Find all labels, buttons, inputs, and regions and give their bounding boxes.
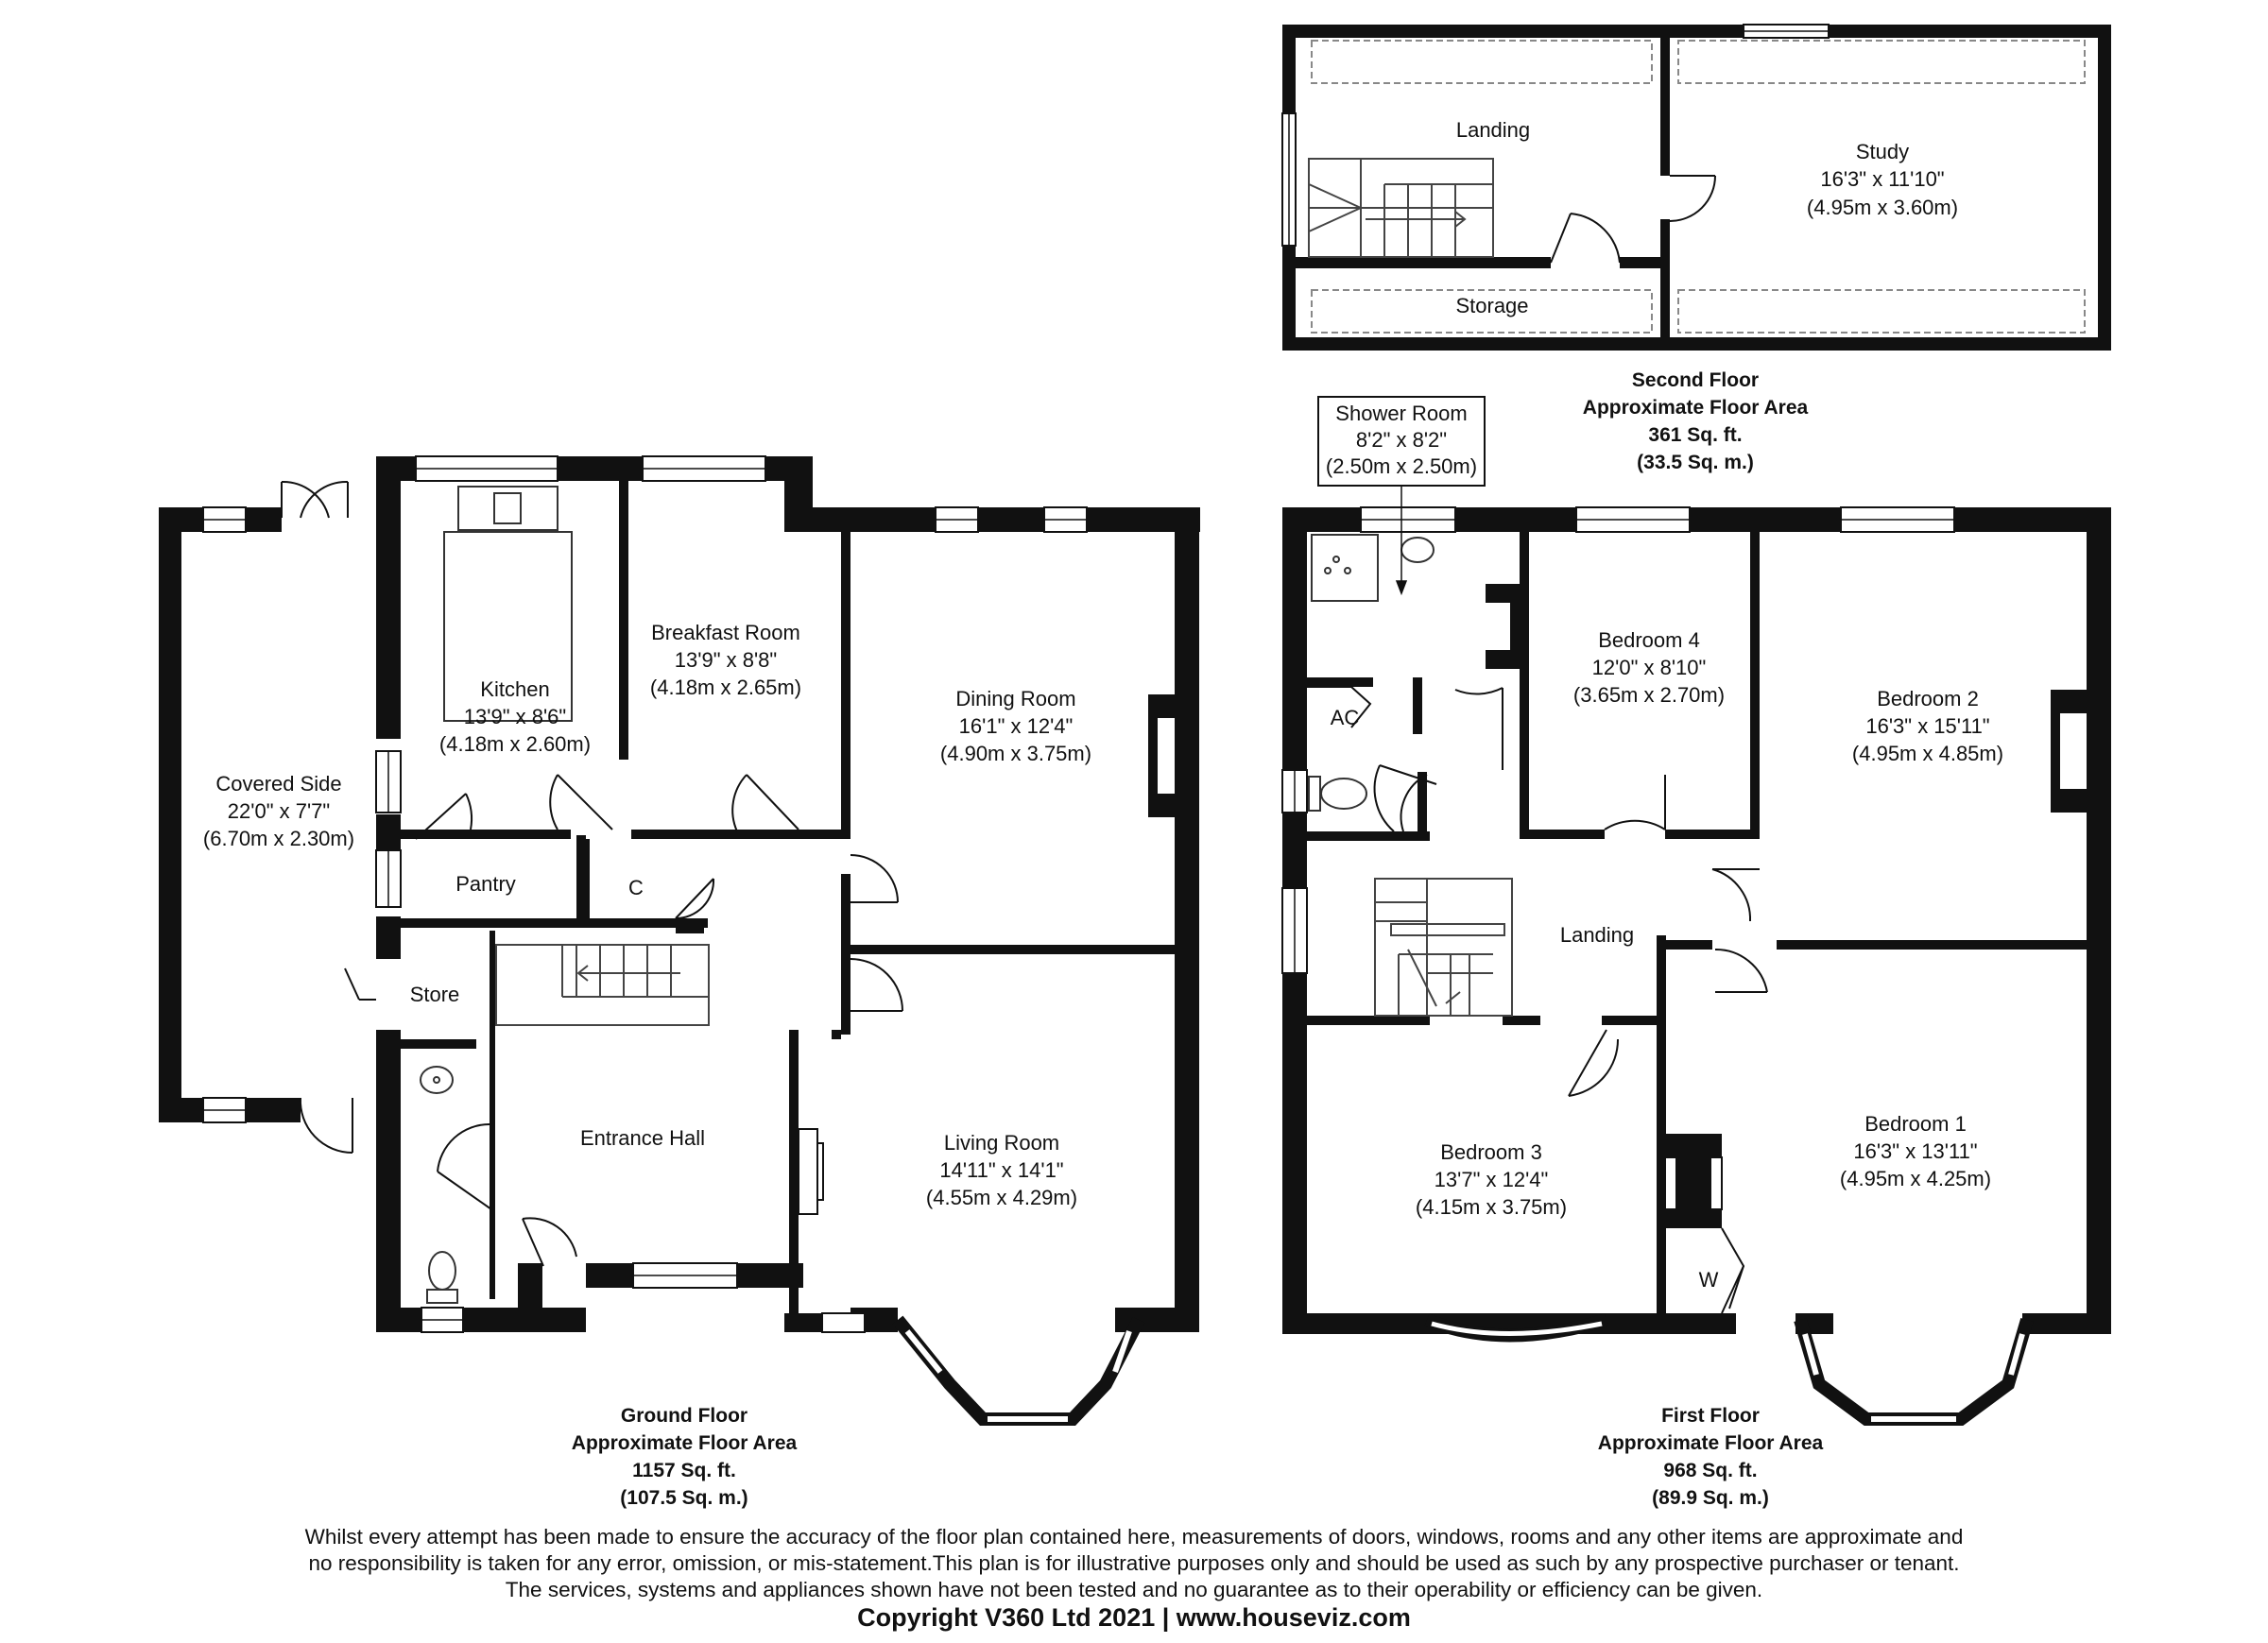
kitchen-label: Kitchen [480, 677, 549, 701]
shower-room-imperial: 8'2" x 8'2" [1356, 428, 1447, 452]
dining-room-metric: (4.90m x 3.75m) [940, 742, 1091, 765]
bedroom-4-label: Bedroom 4 [1598, 628, 1700, 652]
dining-room-label: Dining Room [955, 687, 1075, 710]
bedroom-1-label: Bedroom 1 [1864, 1112, 1967, 1136]
disclaimer-line-1: Whilst every attempt has been made to en… [304, 1525, 1964, 1549]
second-landing-label: Landing [1456, 118, 1530, 142]
disclaimer: Whilst every attempt has been made to en… [57, 1524, 2211, 1603]
first-landing-label: Landing [1560, 923, 1634, 947]
second-floor-sqft: 361 Sq. ft. [1648, 424, 1742, 446]
shower-room-label: Shower Room [1335, 402, 1467, 425]
bedroom-1-imperial: 16'3" x 13'11" [1853, 1139, 1977, 1163]
ground-floor-title: Ground Floor [621, 1405, 747, 1427]
shower-room-metric: (2.50m x 2.50m) [1326, 454, 1477, 478]
dining-room-imperial: 16'1" x 12'4" [959, 714, 1074, 738]
first-floor-plan [1281, 396, 2111, 1426]
covered-side-imperial: 22'0" x 7'7" [228, 799, 330, 823]
bedroom-2-imperial: 16'3" x 15'11" [1865, 714, 1989, 738]
breakfast-room-label: Breakfast Room [651, 621, 800, 644]
living-room-metric: (4.55m x 4.29m) [926, 1186, 1077, 1209]
covered-side-metric: (6.70m x 2.30m) [203, 827, 354, 850]
bedroom-3-imperial: 13'7" x 12'4" [1435, 1168, 1549, 1191]
entrance-hall-label: Entrance Hall [580, 1126, 705, 1150]
ac-label: AC [1331, 706, 1360, 729]
copyright: Copyright V360 Ltd 2021 | www.houseviz.c… [857, 1603, 1411, 1632]
wardrobe-label: W [1699, 1268, 1719, 1292]
disclaimer-line-3: The services, systems and appliances sho… [505, 1578, 1763, 1601]
second-floor-plan [1281, 24, 2111, 351]
bedroom-3-label: Bedroom 3 [1440, 1140, 1542, 1164]
ground-floor-plan [159, 455, 1200, 1426]
covered-side-label: Covered Side [215, 772, 341, 796]
storage-label: Storage [1455, 294, 1528, 317]
bedroom-4-metric: (3.65m x 2.70m) [1573, 683, 1725, 707]
first-floor-sqft: 968 Sq. ft. [1663, 1460, 1757, 1481]
bedroom-4-imperial: 12'0" x 8'10" [1592, 656, 1707, 679]
disclaimer-line-2: no responsibility is taken for any error… [308, 1551, 1960, 1575]
living-room-label: Living Room [944, 1131, 1059, 1155]
study-metric: (4.95m x 3.60m) [1807, 196, 1958, 219]
pantry-label: Pantry [455, 872, 516, 896]
second-floor-subtitle: Approximate Floor Area [1583, 397, 1809, 419]
ground-floor-sqft: 1157 Sq. ft. [632, 1460, 736, 1481]
living-room-imperial: 14'11" x 14'1" [939, 1158, 1063, 1182]
study-label: Study [1856, 140, 1909, 163]
kitchen-metric: (4.18m x 2.60m) [439, 732, 591, 756]
breakfast-room-imperial: 13'9" x 8'8" [675, 648, 777, 672]
second-floor-title: Second Floor [1632, 369, 1759, 391]
ground-floor-sqm: (107.5 Sq. m.) [620, 1487, 747, 1509]
first-floor-title: First Floor [1661, 1405, 1760, 1427]
study-imperial: 16'3" x 11'10" [1820, 167, 1944, 191]
bedroom-2-metric: (4.95m x 4.85m) [1852, 742, 2003, 765]
store-label: Store [410, 983, 460, 1006]
kitchen-imperial: 13'9" x 8'6" [464, 705, 566, 728]
bedroom-1-metric: (4.95m x 4.25m) [1840, 1167, 1991, 1190]
ground-floor-subtitle: Approximate Floor Area [572, 1432, 798, 1454]
second-floor-sqm: (33.5 Sq. m.) [1637, 452, 1754, 473]
first-floor-sqm: (89.9 Sq. m.) [1652, 1487, 1769, 1509]
bedroom-2-label: Bedroom 2 [1877, 687, 1979, 710]
first-floor-subtitle: Approximate Floor Area [1598, 1432, 1824, 1454]
bedroom-3-metric: (4.15m x 3.75m) [1416, 1195, 1567, 1219]
cupboard-label: C [628, 876, 644, 899]
breakfast-room-metric: (4.18m x 2.65m) [650, 676, 801, 699]
